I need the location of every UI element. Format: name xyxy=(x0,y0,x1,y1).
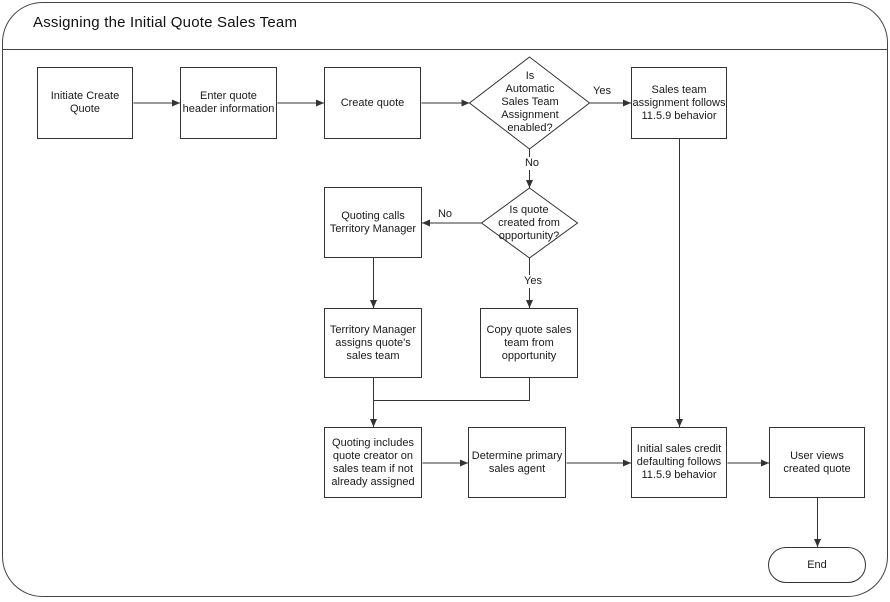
edge-label-from-opportunity-no: No xyxy=(437,208,453,220)
node-sales-team-follows-1159: Sales team assignment follows 11.5.9 beh… xyxy=(631,67,727,139)
edge-label-auto-assignment-no: No xyxy=(520,157,544,170)
node-initial-sales-credit: Initial sales credit defaulting follows … xyxy=(631,427,727,498)
node-territory-manager-assigns: Territory Manager assigns quote's sales … xyxy=(324,308,422,378)
node-initiate-create-quote: Initiate Create Quote xyxy=(37,67,133,139)
node-quoting-includes-creator: Quoting includes quote creator on sales … xyxy=(324,427,422,498)
decision-auto-sales-team-label: Is Automatic Sales Team Assignment enabl… xyxy=(501,70,559,134)
decision-from-opportunity-label: Is quote created from opportunity? xyxy=(498,203,560,242)
node-user-views-created-quote: User views created quote xyxy=(769,427,865,498)
edge-label-from-opportunity-yes: Yes xyxy=(519,275,547,288)
edge-label-auto-assignment-yes: Yes xyxy=(593,85,611,97)
node-quoting-calls-territory-manager: Quoting calls Territory Manager xyxy=(324,187,422,258)
node-copy-quote-sales-team: Copy quote sales team from opportunity xyxy=(480,308,578,378)
diagram-title: Assigning the Initial Quote Sales Team xyxy=(33,14,298,31)
node-enter-quote-header: Enter quote header information xyxy=(180,67,277,139)
node-create-quote: Create quote xyxy=(324,67,421,139)
edge-copyquote-elbow xyxy=(373,378,530,401)
node-end-terminator: End xyxy=(768,547,866,583)
node-determine-primary-agent: Determine primary sales agent xyxy=(468,427,566,498)
